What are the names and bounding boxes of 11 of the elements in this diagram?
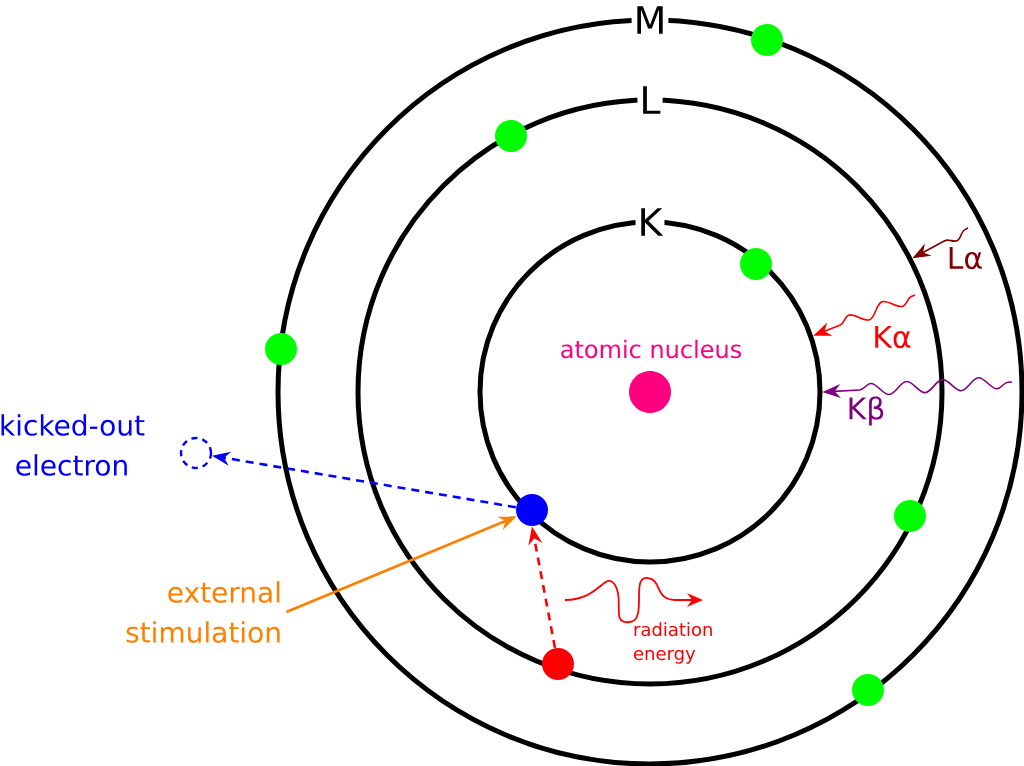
shell-letter: M bbox=[631, 4, 669, 36]
electron bbox=[265, 333, 297, 365]
electron-label: kicked-out electron bbox=[1, 414, 145, 476]
edge-label: Lα bbox=[949, 246, 982, 270]
edge-label: Kβ bbox=[849, 396, 884, 426]
stimulation-label: external stimulation bbox=[126, 581, 280, 643]
edge-label: Kα bbox=[875, 325, 911, 349]
shell-letter: K bbox=[635, 206, 665, 238]
nucleus-label: atomic nucleus bbox=[561, 339, 742, 359]
shell-letter: L bbox=[637, 84, 663, 116]
radiation-label: radiation energy bbox=[634, 622, 712, 664]
